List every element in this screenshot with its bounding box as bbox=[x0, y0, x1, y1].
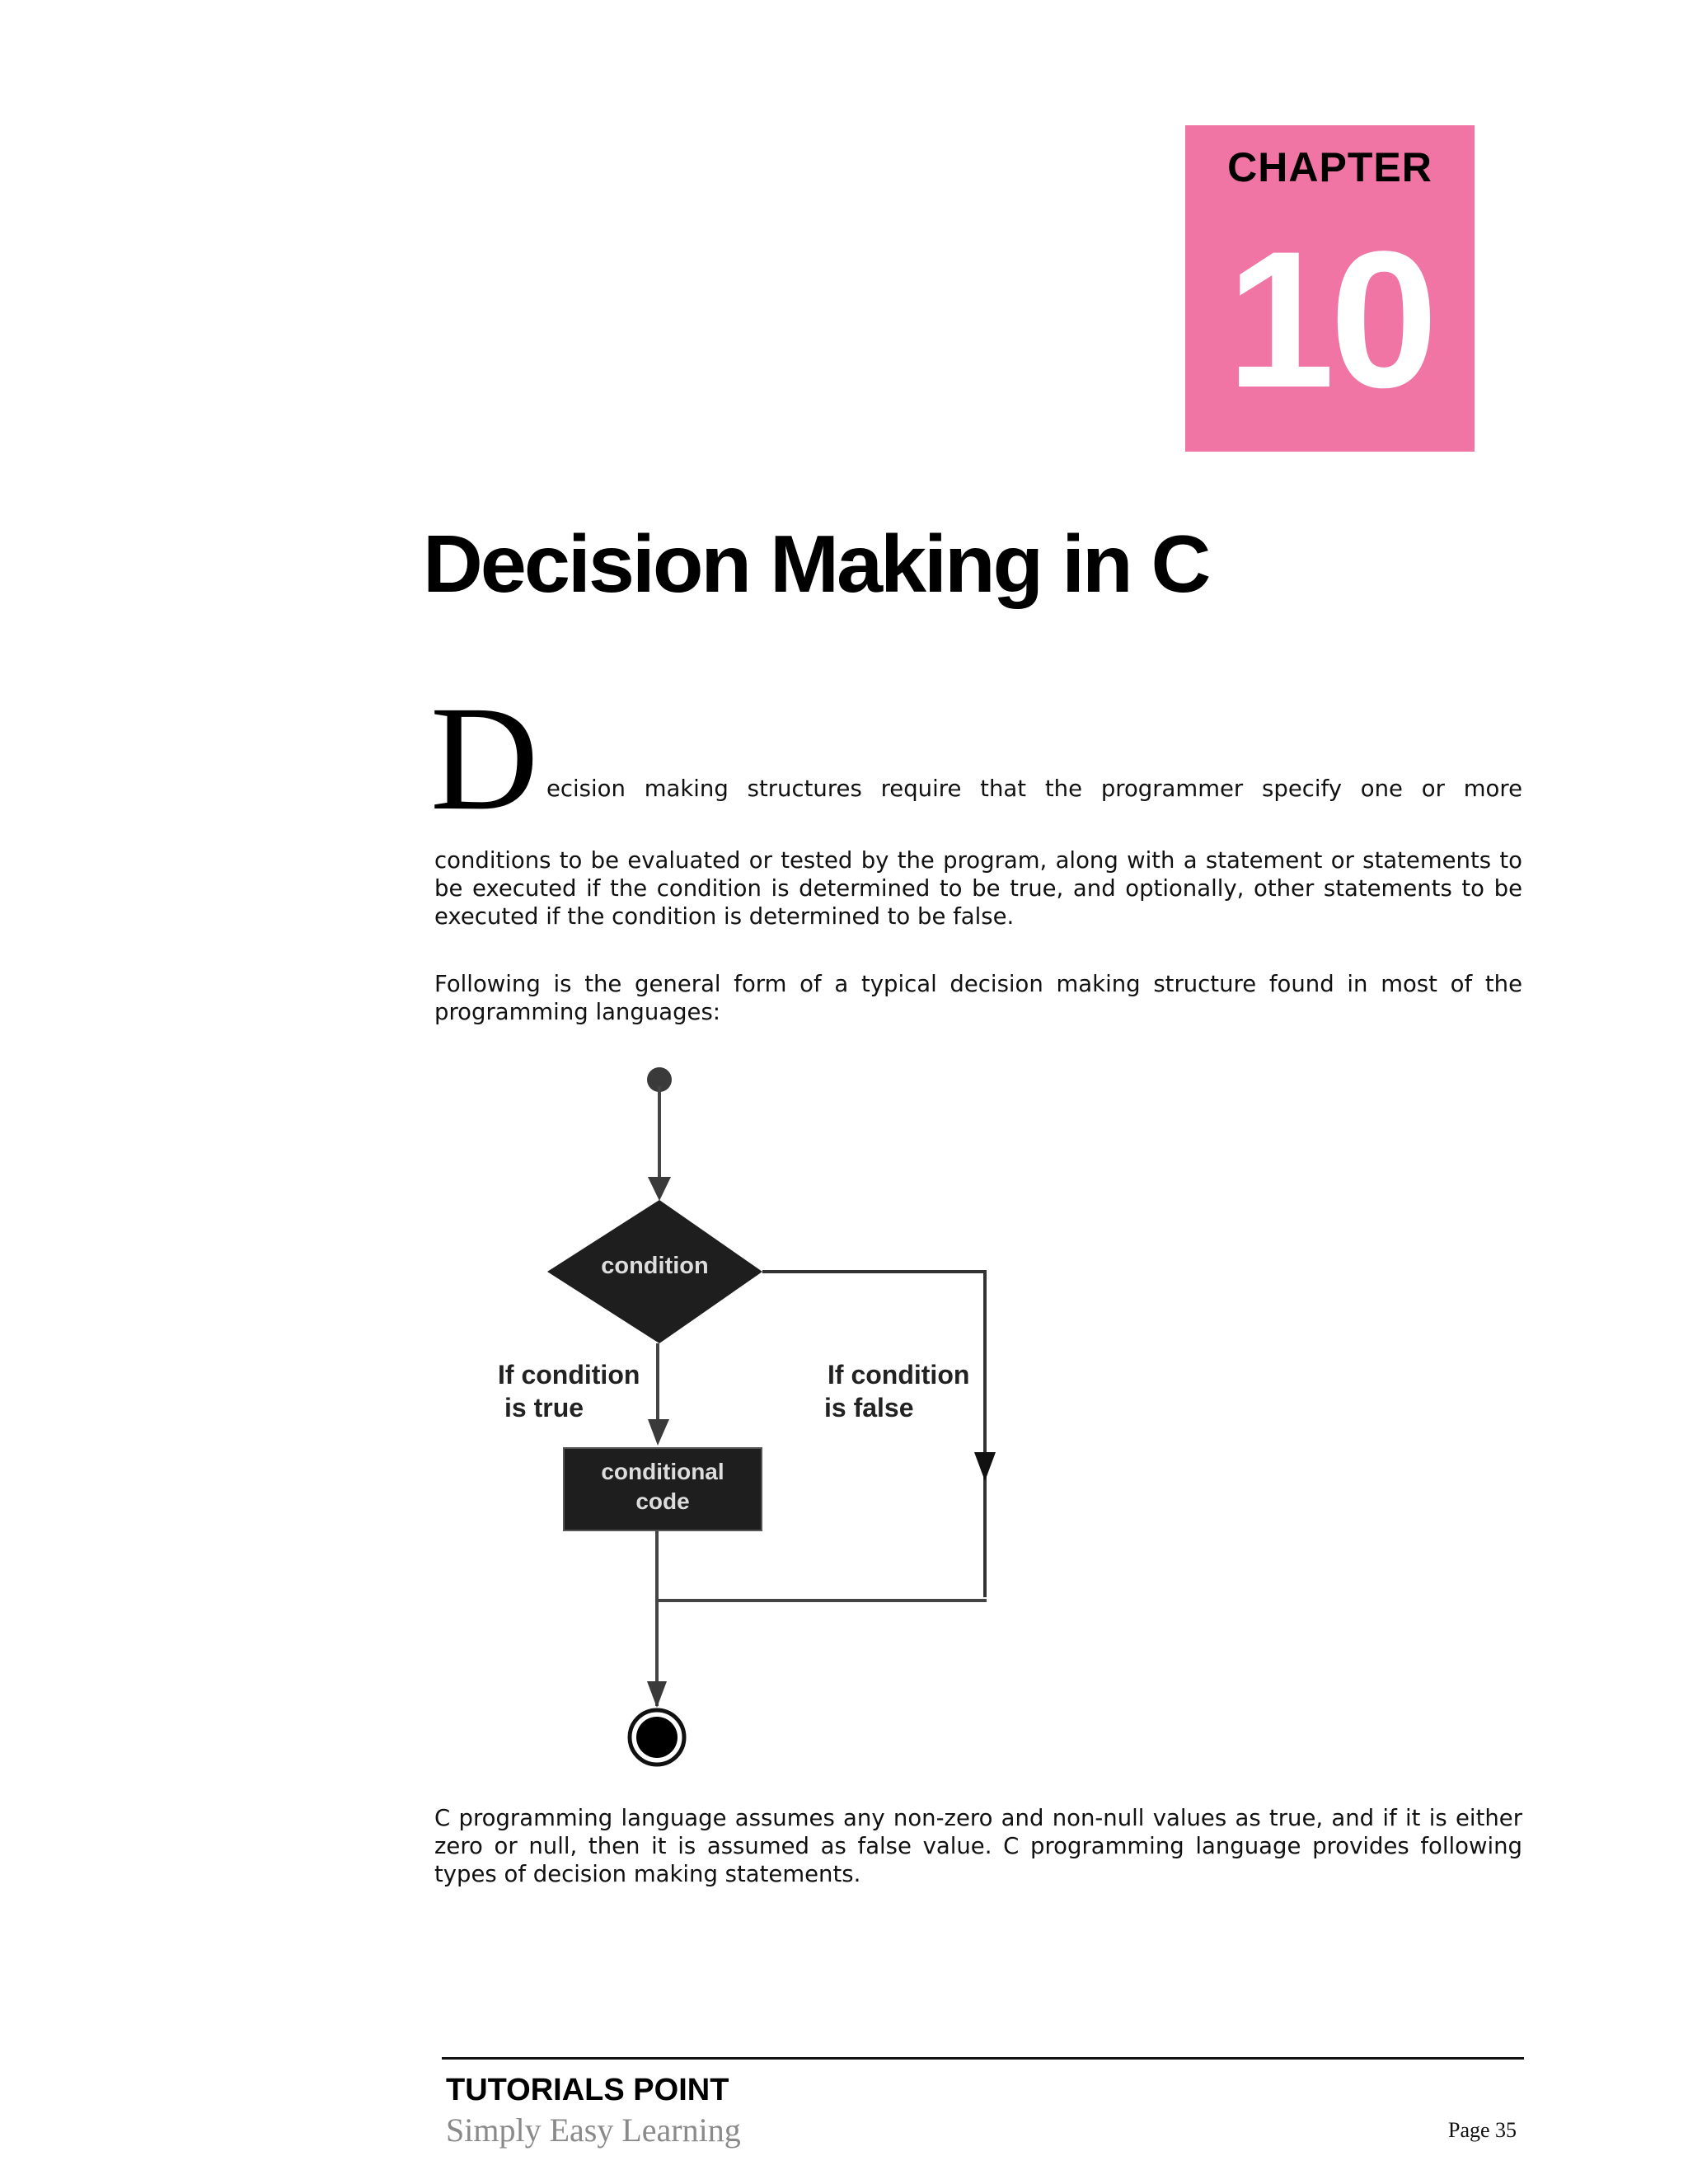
false-branch-label: If condition is false bbox=[824, 1358, 969, 1424]
page-number: Page 35 bbox=[1448, 2118, 1517, 2142]
start-node-icon bbox=[647, 1067, 672, 1092]
arrowhead-icon bbox=[648, 1419, 669, 1446]
process-label-line2: code bbox=[635, 1488, 690, 1514]
false-label-line2: is false bbox=[824, 1393, 914, 1422]
chapter-badge: CHAPTER 10 bbox=[1185, 125, 1475, 452]
decision-label: condition bbox=[601, 1253, 709, 1279]
general-form-paragraph: Following is the general form of a typic… bbox=[434, 971, 1522, 1025]
arrowhead-icon bbox=[647, 1681, 667, 1708]
intro-first-line: ecision making structures require that t… bbox=[546, 776, 1522, 802]
true-label-line2: is true bbox=[504, 1393, 584, 1422]
process-label: conditional code bbox=[564, 1457, 762, 1516]
arrowhead-icon bbox=[648, 1177, 671, 1201]
intro-paragraph: conditions to be evaluated or tested by … bbox=[434, 847, 1522, 930]
process-label-line1: conditional bbox=[601, 1459, 724, 1484]
footer-brand: TUTORIALS POINT bbox=[446, 2073, 729, 2107]
drop-cap: D bbox=[430, 676, 539, 841]
end-node-icon bbox=[627, 1708, 687, 1767]
footer-tagline: Simply Easy Learning bbox=[446, 2111, 741, 2149]
chapter-number: 10 bbox=[1226, 211, 1438, 429]
false-label-line1: If condition bbox=[828, 1360, 970, 1390]
footer-divider bbox=[442, 2057, 1524, 2060]
truth-values-paragraph: C programming language assumes any non-z… bbox=[434, 1805, 1522, 1887]
chapter-label: CHAPTER bbox=[1227, 144, 1432, 190]
page-title: Decision Making in C bbox=[423, 518, 1211, 609]
arrowhead-icon bbox=[974, 1452, 996, 1481]
true-branch-label: If condition is true bbox=[498, 1358, 640, 1424]
true-label-line1: If condition bbox=[498, 1360, 640, 1390]
